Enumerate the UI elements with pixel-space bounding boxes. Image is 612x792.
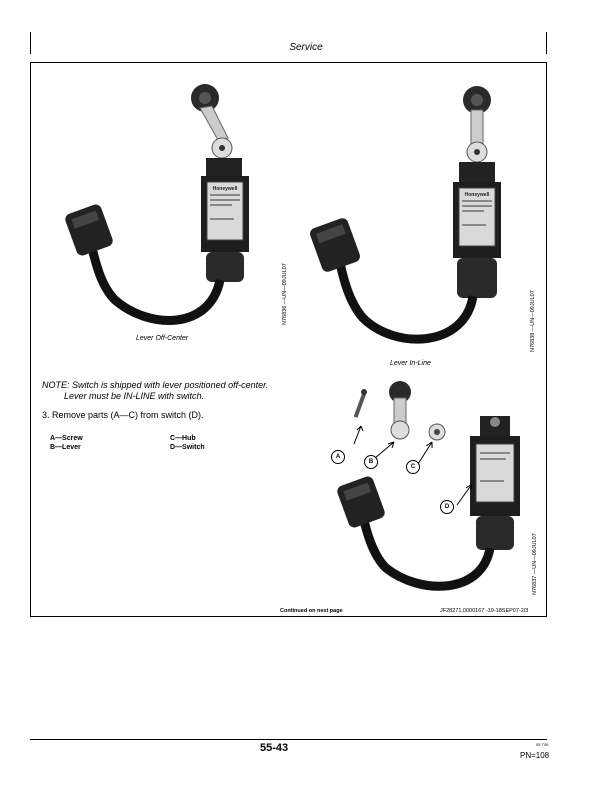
note-text: NOTE: Switch is shipped with lever posit… xyxy=(42,380,268,402)
legend-right: C—Hub D—Switch xyxy=(170,434,205,452)
note-line-2: Lever must be IN-LINE with switch. xyxy=(64,391,205,401)
figure3-code: N76837 —UN—09JUL07 xyxy=(532,533,538,595)
legend-item-lever: B—Lever xyxy=(50,444,81,451)
switch-brand-label: Honeywell xyxy=(465,192,490,198)
figure1-caption: Lever Off-Center xyxy=(136,335,189,342)
figure-lever-off-center: Honeywell xyxy=(65,84,249,325)
page-number: 55-43 xyxy=(260,742,289,754)
page-header-title: Service xyxy=(289,42,323,53)
content-frame xyxy=(30,62,547,617)
step-text: 3. Remove parts (A—C) from switch (D). xyxy=(42,410,204,420)
legend-item-switch: D—Switch xyxy=(170,444,205,451)
note-line-1: NOTE: Switch is shipped with lever posit… xyxy=(42,380,269,390)
header-rule-left xyxy=(30,32,31,54)
callout-a: A xyxy=(331,450,345,464)
callout-c: C xyxy=(406,460,420,474)
pn-number: PN=108 xyxy=(520,751,550,760)
figure2-caption: Lever In-Line xyxy=(390,360,431,367)
figure-disassembly xyxy=(337,381,520,591)
callout-b: B xyxy=(364,455,378,469)
header-rule-right xyxy=(546,32,547,54)
continued-note: Continued on next page xyxy=(280,608,343,614)
callout-d: D xyxy=(440,500,454,514)
legend-left: A—Screw B—Lever xyxy=(50,434,83,452)
figure-lever-in-line: Honeywell xyxy=(310,86,501,344)
figure2-code: N76838 —UN—09JUL07 xyxy=(530,290,536,352)
reference-code: JF28271,0000167 -19-18SEP07-2/3 xyxy=(440,608,529,614)
figure1-code: N76836 —UN—09JUL07 xyxy=(282,263,288,325)
legend-item-screw: A—Screw xyxy=(50,435,83,442)
legend-item-hub: C—Hub xyxy=(170,435,196,442)
switch-brand-label: Honeywell xyxy=(213,186,238,192)
footer-small-code: 05 T09 xyxy=(536,742,549,747)
footer-rule xyxy=(30,739,547,740)
